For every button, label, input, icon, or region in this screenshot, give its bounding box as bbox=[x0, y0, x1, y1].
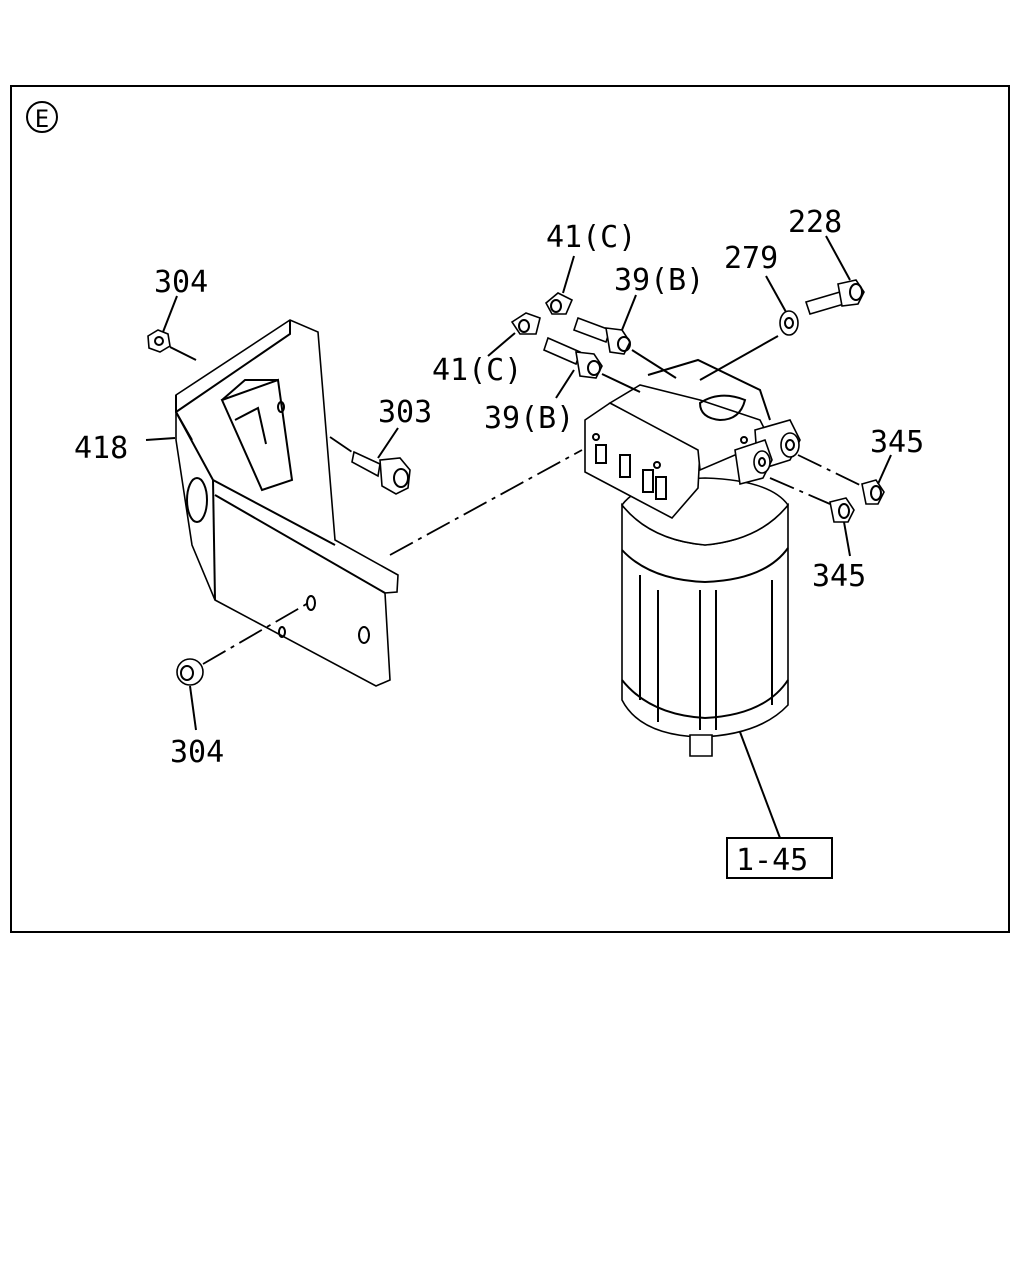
section-marker-text: E bbox=[35, 105, 49, 133]
label-279: 279 bbox=[724, 241, 778, 276]
label-303: 303 bbox=[378, 395, 432, 430]
bracket-418[interactable] bbox=[175, 319, 399, 687]
clip-41c-lower[interactable] bbox=[510, 312, 541, 335]
fitting-39b-upper[interactable] bbox=[572, 316, 631, 355]
filter-assembly-1-45[interactable] bbox=[584, 358, 801, 757]
label-1-45: 1-45 bbox=[736, 843, 808, 878]
fitting-39b-lower[interactable] bbox=[543, 336, 603, 379]
axis-mount bbox=[389, 449, 583, 556]
leader-41c-lower bbox=[487, 332, 516, 357]
label-39b-lower: 39(B) bbox=[484, 401, 574, 436]
label-418: 418 bbox=[74, 431, 128, 466]
label-41c-lower: 41(C) bbox=[432, 353, 522, 388]
leader-41c-upper bbox=[562, 255, 575, 294]
leader-228 bbox=[825, 235, 851, 281]
label-345-upper: 345 bbox=[870, 425, 924, 460]
label-39b-upper: 39(B) bbox=[614, 263, 704, 298]
label-1-45-box bbox=[726, 837, 833, 879]
section-marker: E bbox=[26, 101, 58, 133]
leader-39b-lower bbox=[555, 369, 575, 399]
axis-279 bbox=[699, 335, 779, 381]
leader-345-upper bbox=[877, 454, 892, 485]
axis-345-upper bbox=[797, 454, 863, 487]
leader-39b-upper bbox=[621, 294, 637, 331]
label-41c-upper: 41(C) bbox=[546, 220, 636, 255]
label-345-lower: 345 bbox=[812, 559, 866, 594]
leader-304-bottom bbox=[189, 685, 197, 731]
bolt-303[interactable] bbox=[351, 450, 411, 495]
leader-304-top-label bbox=[162, 295, 178, 333]
label-228: 228 bbox=[788, 205, 842, 240]
nut-304-bottom[interactable] bbox=[176, 658, 204, 686]
label-304-top: 304 bbox=[154, 265, 208, 300]
axis-39b-upper bbox=[631, 349, 677, 379]
axis-345-lower bbox=[769, 477, 831, 505]
leader-1-45 bbox=[739, 731, 781, 839]
plug-345-upper[interactable] bbox=[861, 479, 885, 505]
axis-39b-lower bbox=[601, 373, 641, 393]
leader-279 bbox=[765, 275, 787, 313]
washer-279[interactable] bbox=[779, 310, 799, 336]
leader-418 bbox=[145, 437, 176, 441]
diagram-frame bbox=[10, 85, 1010, 933]
axis-303 bbox=[329, 436, 353, 453]
label-304-bottom: 304 bbox=[170, 735, 224, 770]
plug-345-lower[interactable] bbox=[829, 497, 855, 523]
leader-304-top bbox=[169, 346, 197, 361]
leader-345-lower bbox=[843, 521, 851, 557]
clip-41c-upper[interactable] bbox=[544, 292, 574, 315]
axis-304-bottom bbox=[202, 601, 311, 665]
bolt-228[interactable] bbox=[804, 279, 865, 315]
nut-304-top[interactable] bbox=[147, 329, 171, 353]
leader-303 bbox=[377, 427, 399, 459]
